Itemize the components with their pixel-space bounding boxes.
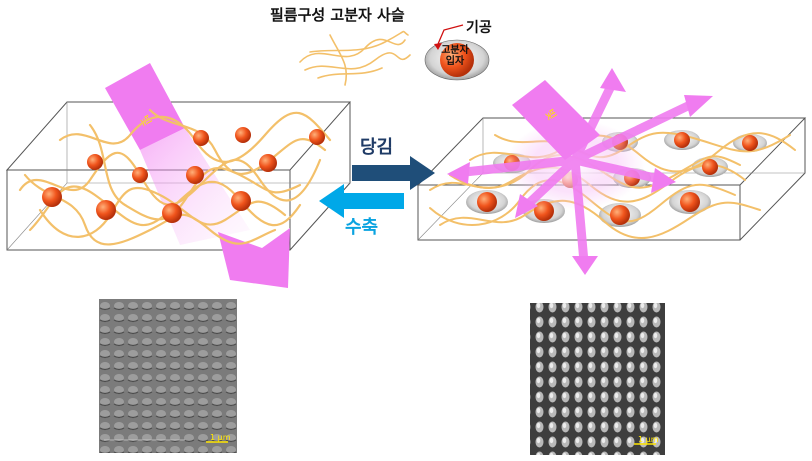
pore-label: 기공 bbox=[466, 20, 492, 36]
stretch-label: 당김 bbox=[360, 137, 394, 158]
right-scattered-light-burst: 빛 bbox=[447, 68, 713, 275]
legend-pore-particle bbox=[424, 24, 490, 81]
scale-left-label: 1 μm bbox=[210, 433, 231, 442]
sem-image-left bbox=[99, 299, 237, 453]
polymer-chain-label: 필름구성 고분자 사슬 bbox=[270, 6, 405, 24]
scale-right-label: 1 μm bbox=[638, 435, 659, 444]
left-polymer-particles bbox=[42, 127, 325, 223]
legend-polymer-chain bbox=[299, 30, 411, 86]
shrink-arrow bbox=[319, 184, 404, 218]
sem-image-right bbox=[530, 303, 665, 455]
particle-label: 고분자 입자 bbox=[440, 45, 470, 67]
shrink-label: 수축 bbox=[345, 217, 379, 238]
particle-label-line1: 고분자 bbox=[441, 45, 469, 56]
particle-label-line2: 입자 bbox=[445, 56, 465, 67]
stretch-arrow bbox=[352, 156, 435, 190]
